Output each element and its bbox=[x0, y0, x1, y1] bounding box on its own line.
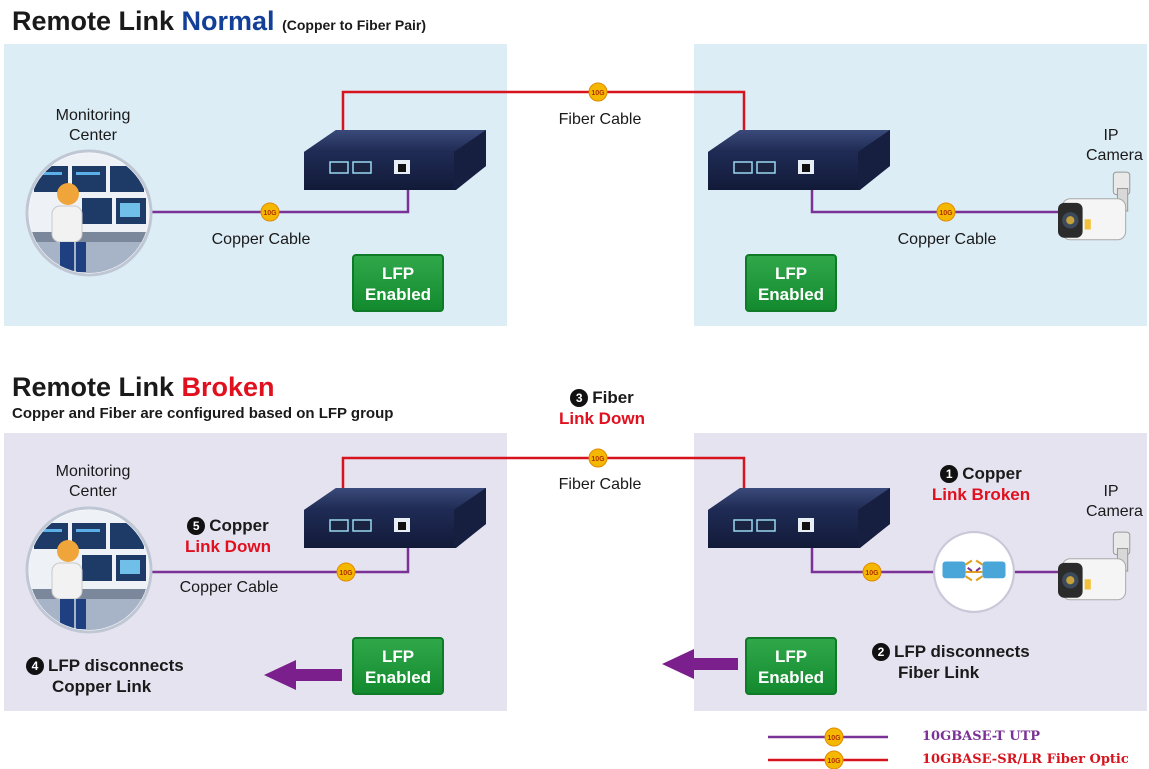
legend-fiber-badge bbox=[824, 750, 844, 769]
step-status: Link Down bbox=[185, 537, 271, 556]
camera-label-line2: Camera bbox=[1086, 147, 1143, 164]
normal-lfp-left: LFP Enabled bbox=[352, 254, 444, 312]
broken-fiber-badge bbox=[588, 448, 608, 468]
lfp-line2: Enabled bbox=[757, 285, 825, 304]
step-number: 2 bbox=[872, 643, 890, 661]
monitoring-label-line1: Monitoring bbox=[55, 463, 131, 480]
lfp-line2: Enabled bbox=[364, 668, 432, 687]
step-label: Copper bbox=[209, 516, 269, 535]
normal-copper-right-label: Copper Cable bbox=[897, 231, 997, 248]
normal-fiber-badge bbox=[588, 82, 608, 102]
broken-title-prefix: Remote Link bbox=[12, 372, 182, 402]
normal-monitoring-label: Monitoring Center bbox=[38, 106, 148, 146]
broken-title: Remote Link Broken bbox=[12, 372, 275, 403]
broken-title-status: Broken bbox=[181, 372, 275, 402]
normal-copper-left-badge bbox=[260, 202, 280, 222]
broken-fiber-label: Fiber Cable bbox=[558, 476, 642, 493]
normal-camera-label: IP Camera bbox=[1086, 126, 1143, 166]
normal-copper-right-badge-text: 10G bbox=[939, 210, 953, 217]
badges: 10G 10G 10G 10G 10G 10G 10G 10G bbox=[260, 82, 956, 769]
broken-lfp-right: LFP Enabled bbox=[745, 637, 837, 695]
lfp-line1: LFP bbox=[381, 264, 415, 283]
normal-copper-left-label: Copper Cable bbox=[211, 231, 311, 248]
step-status: Fiber Link bbox=[898, 663, 980, 682]
normal-left-converter bbox=[303, 130, 486, 191]
step-number: 1 bbox=[940, 465, 959, 483]
monitoring-label-line2: Center bbox=[68, 483, 118, 500]
broken-left-converter bbox=[303, 488, 486, 549]
broken-copper-left-badge bbox=[336, 562, 356, 582]
step-label: Fiber bbox=[592, 388, 634, 407]
camera-label-line1: IP bbox=[1103, 483, 1119, 500]
step-number: 5 bbox=[187, 517, 206, 535]
normal-right-converter bbox=[707, 130, 890, 191]
legend-fiber-badge-text: 10G bbox=[827, 758, 841, 765]
step-status: Link Broken bbox=[931, 485, 1031, 504]
normal-fiber-badge-text: 10G bbox=[591, 90, 605, 97]
normal-copper-right-badge bbox=[936, 202, 956, 222]
monitoring-label-line1: Monitoring bbox=[55, 107, 131, 124]
broken-copper-right-badge-text: 10G bbox=[865, 570, 879, 577]
step-status: Link Down bbox=[559, 409, 645, 428]
broken-fiber-badge-text: 10G bbox=[591, 456, 605, 463]
broken-subtitle: Copper and Fiber are configured based on… bbox=[12, 405, 394, 422]
monitoring-label-line2: Center bbox=[68, 127, 118, 144]
broken-monitoring-label: Monitoring Center bbox=[38, 462, 148, 502]
lfp-line1: LFP bbox=[381, 647, 415, 666]
step-number: 4 bbox=[26, 657, 44, 675]
lfp-line2: Enabled bbox=[757, 668, 825, 687]
broken-lfp-left: LFP Enabled bbox=[352, 637, 444, 695]
lfp-line1: LFP bbox=[774, 264, 808, 283]
normal-title-status: Normal bbox=[181, 6, 275, 36]
legend-utp-badge-text: 10G bbox=[827, 735, 841, 742]
broken-copper-label: Copper Cable bbox=[179, 579, 279, 596]
lfp-line1: LFP bbox=[774, 647, 808, 666]
broken-cable-image bbox=[933, 531, 1015, 613]
camera-label-line2: Camera bbox=[1086, 503, 1143, 520]
step-label: LFP disconnects bbox=[48, 656, 184, 675]
normal-title: Remote Link Normal (Copper to Fiber Pair… bbox=[12, 6, 426, 37]
normal-lfp-right: LFP Enabled bbox=[745, 254, 837, 312]
legend-utp-badge bbox=[824, 727, 844, 747]
step-status: Copper Link bbox=[52, 677, 152, 696]
broken-copper-left-badge-text: 10G bbox=[339, 570, 353, 577]
step-number: 3 bbox=[570, 389, 589, 407]
broken-camera-label: IP Camera bbox=[1086, 482, 1143, 522]
broken-right-converter bbox=[707, 488, 890, 549]
arrow-left-fiber bbox=[662, 649, 738, 679]
step-label: LFP disconnects bbox=[894, 642, 1030, 661]
legend-fiber-label: 10GBASE-SR/LR Fiber Optic bbox=[922, 752, 1129, 767]
step-label: Copper bbox=[962, 464, 1022, 483]
camera-label-line1: IP bbox=[1103, 127, 1119, 144]
normal-title-prefix: Remote Link bbox=[12, 6, 182, 36]
normal-title-note: (Copper to Fiber Pair) bbox=[282, 17, 426, 33]
broken-copper-right-badge bbox=[862, 562, 882, 582]
normal-copper-left-badge-text: 10G bbox=[263, 210, 277, 217]
arrow-left-copper bbox=[264, 660, 342, 690]
normal-fiber-label: Fiber Cable bbox=[558, 111, 642, 128]
legend-utp-label: 10GBASE-T UTP bbox=[922, 729, 1041, 744]
lfp-line2: Enabled bbox=[364, 285, 432, 304]
